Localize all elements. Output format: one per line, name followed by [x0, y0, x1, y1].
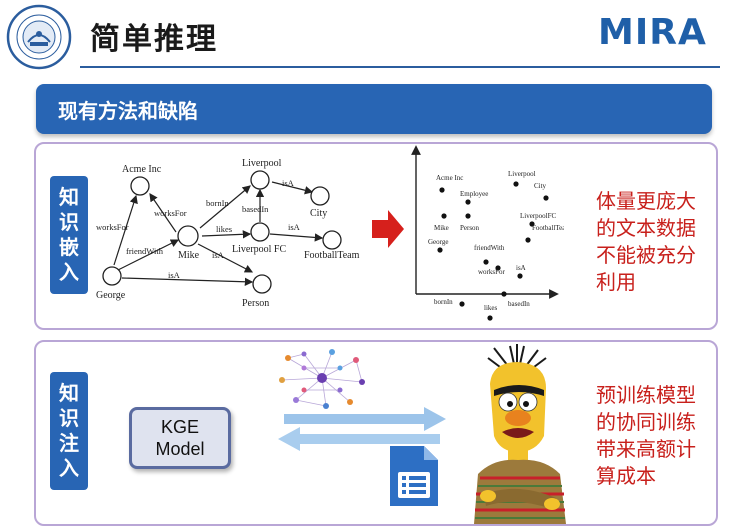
- embedding-point: [483, 259, 489, 265]
- point-label: Mike: [434, 224, 449, 232]
- point-label: Acme Inc: [436, 174, 463, 182]
- graph-node: [177, 225, 199, 247]
- node-label: Liverpool FC: [232, 244, 286, 255]
- graph-node: [130, 176, 150, 196]
- node-label: City: [310, 208, 327, 219]
- edge-label: likes: [216, 224, 232, 234]
- graph-node: [102, 266, 122, 286]
- node-label: Person: [242, 298, 269, 309]
- embedding-limitation-text: 体量更庞大 的文本数据 不能被充分 利用: [596, 189, 696, 294]
- university-seal-logo: [6, 4, 72, 70]
- brand-text: MIRA: [598, 12, 707, 53]
- point-label: George: [428, 238, 448, 246]
- embedding-point: [439, 187, 445, 193]
- knowledge-injection-label: 知 识 注 入: [50, 372, 88, 490]
- graph-node: [252, 274, 272, 294]
- embedding-point: [465, 199, 471, 205]
- embedding-point: [465, 213, 471, 219]
- edge-label: isA: [288, 222, 301, 232]
- edge-label: worksFor: [96, 222, 129, 232]
- embedding-point: [495, 265, 501, 271]
- embedding-point: [487, 315, 493, 321]
- embedding-point: [529, 221, 535, 227]
- edge-label: worksFor: [154, 208, 187, 218]
- edge-label: basedIn: [242, 204, 269, 214]
- embedding-point: [441, 213, 447, 219]
- point-label: worksFor: [478, 268, 506, 276]
- point-label: LiverpoolFC: [520, 212, 556, 220]
- document-form-icon: [390, 446, 438, 506]
- page-title: 简单推理: [90, 22, 218, 57]
- embedding-space-plot: Acme Inc Liverpool Employee City Mike Pe…: [411, 145, 564, 321]
- node-label: George: [96, 290, 126, 301]
- knowledge-graph-diagram: Acme Inc Liverpool City Mike Liverpool F…: [96, 158, 360, 309]
- point-label: likes: [484, 304, 497, 312]
- title-divider: [80, 66, 720, 68]
- graph-node: [250, 222, 270, 242]
- embedding-point: [459, 301, 465, 307]
- graph-node: [322, 230, 342, 250]
- kge-line-1: KGE: [160, 417, 199, 437]
- embedding-point: [543, 195, 549, 201]
- point-label: bornIn: [434, 298, 453, 306]
- embedding-point: [517, 273, 523, 279]
- point-label: City: [534, 182, 547, 190]
- embedding-point: [525, 237, 531, 243]
- point-label: Employee: [460, 190, 488, 198]
- point-label: FootballTeam: [532, 224, 564, 232]
- edge-label: isA: [168, 270, 181, 280]
- knowledge-embedding-label: 知 识 嵌 入: [50, 176, 88, 294]
- point-label: Person: [460, 224, 480, 232]
- node-label: Mike: [178, 250, 200, 261]
- embedding-point: [501, 291, 507, 297]
- graph-node: [250, 170, 270, 190]
- section-header: 现有方法和缺陷: [36, 84, 712, 134]
- mira-brand-logo: MIRA: [598, 12, 707, 53]
- edge-label: friendWith: [126, 246, 164, 256]
- edge-label: bornIn: [206, 198, 229, 208]
- point-label: Liverpool: [508, 170, 536, 178]
- point-label: basedIn: [508, 300, 530, 308]
- network-graph-icon: [279, 349, 365, 409]
- point-label: isA: [516, 264, 526, 272]
- bidirectional-arrows-icon: [278, 407, 446, 451]
- node-label: Acme Inc: [122, 164, 162, 175]
- kge-line-2: Model: [155, 439, 205, 459]
- kge-model-box: KGE Model: [129, 407, 231, 469]
- node-label: FootballTeam: [304, 250, 360, 261]
- node-label: Liverpool: [242, 158, 282, 169]
- edge-label: isA: [282, 178, 295, 188]
- embedding-point: [513, 181, 519, 187]
- injection-limitation-text: 预训练模型 的协同训练 带来高额计 算成本: [596, 383, 696, 488]
- red-right-arrow-icon: [372, 210, 404, 248]
- point-label: friendWith: [474, 244, 505, 252]
- edge-label: isA: [212, 250, 225, 260]
- embedding-point: [437, 247, 443, 253]
- bert-character-image: [474, 344, 566, 524]
- section-title: 现有方法和缺陷: [58, 99, 198, 123]
- graph-node: [310, 186, 330, 206]
